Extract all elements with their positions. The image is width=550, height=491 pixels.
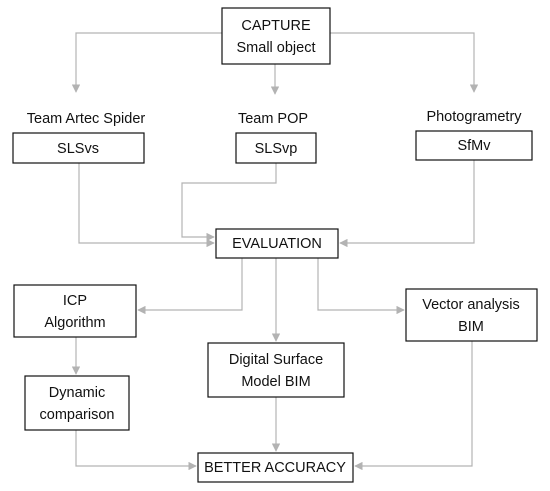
edge-slsvp-evaluation [181, 163, 277, 242]
edge-sfmv-evaluation [339, 160, 475, 248]
node-vector-line-1: Vector analysis [422, 297, 520, 313]
node-slsvs: SLSvs [12, 132, 145, 164]
edge-evaluation-icp [137, 258, 243, 315]
label-photogrammetry: Photogrametry [426, 109, 522, 125]
node-dynamic-line-2: comparison [40, 407, 115, 423]
node-icp-line-1: ICP [63, 293, 87, 309]
node-capture: CAPTURE Small object [221, 7, 331, 65]
edge-capture-slsvs [71, 32, 222, 93]
edge-vector-accuracy [354, 341, 473, 471]
node-slsvp: SLSvp [235, 132, 317, 164]
edge-capture-sfmv [330, 32, 479, 93]
node-evaluation: EVALUATION [215, 228, 339, 259]
node-capture-line-1: CAPTURE [241, 18, 311, 34]
node-vector-line-2: BIM [458, 319, 484, 335]
node-icp: ICP Algorithm [13, 284, 137, 338]
node-sfmv: SfMv [415, 130, 533, 161]
node-icp-line-2: Algorithm [44, 315, 105, 331]
node-dsm-line-1: Digital Surface [229, 352, 323, 368]
node-dynamic-comparison: Dynamic comparison [24, 375, 130, 431]
node-better-accuracy: BETTER ACCURACY [197, 452, 354, 483]
label-team-pop: Team POP [238, 111, 308, 127]
node-slsvs-label: SLSvs [57, 141, 99, 157]
label-team-artec-spider: Team Artec Spider [27, 111, 146, 127]
node-sfmv-label: SfMv [457, 138, 491, 154]
node-evaluation-label: EVALUATION [232, 236, 322, 252]
node-vector-analysis: Vector analysis BIM [405, 288, 538, 342]
node-slsvp-label: SLSvp [255, 141, 298, 157]
edge-slsvs-evaluation [78, 163, 215, 248]
node-accuracy-label: BETTER ACCURACY [204, 460, 346, 476]
node-dsm-line-2: Model BIM [241, 374, 310, 390]
edge-evaluation-vector [317, 258, 405, 315]
node-digital-surface-model: Digital Surface Model BIM [207, 342, 345, 398]
edge-dynamic-accuracy [75, 430, 197, 471]
connectors [71, 32, 479, 471]
node-dynamic-line-1: Dynamic [49, 385, 105, 401]
node-capture-line-2: Small object [237, 40, 316, 56]
